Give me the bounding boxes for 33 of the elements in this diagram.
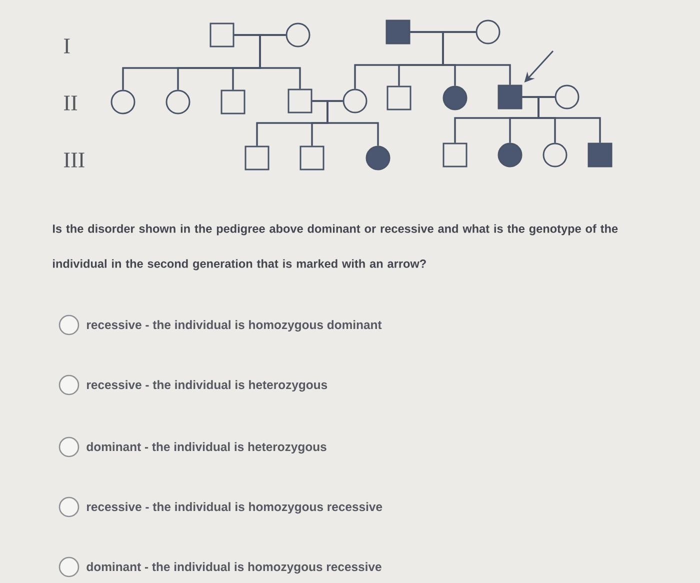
square-symbol bbox=[442, 142, 468, 168]
answer-option: recessive - the individual is heterozygous bbox=[87, 380, 328, 392]
square-symbol bbox=[210, 22, 234, 48]
square-symbol bbox=[386, 86, 412, 110]
question-text: Is the disorder shown in the pedigree above dominant or recessive and what is the genotype of the individual in the second generation that is marked with an arrow? bbox=[52, 224, 618, 270]
circle-symbol bbox=[366, 146, 390, 170]
descent-line bbox=[326, 100, 379, 146]
circle-symbol bbox=[342, 88, 368, 114]
generation-label: III bbox=[64, 152, 84, 168]
square-symbol bbox=[220, 90, 246, 114]
circle-symbol bbox=[286, 22, 310, 48]
circle-symbol bbox=[554, 84, 580, 110]
circle-symbol bbox=[476, 20, 500, 44]
circle-symbol bbox=[110, 90, 136, 114]
generation-label: I bbox=[64, 38, 70, 54]
answer-option: dominant - the individual is homozygous recessive bbox=[86, 562, 382, 574]
square-symbol bbox=[300, 146, 324, 170]
descent-line bbox=[442, 31, 511, 85]
circle-symbol bbox=[166, 90, 190, 114]
answer-option: recessive - the individual is homozygous dominant bbox=[87, 320, 382, 332]
circle-symbol bbox=[542, 142, 568, 168]
square-symbol bbox=[244, 146, 270, 170]
square-symbol bbox=[288, 88, 312, 114]
descent-line bbox=[259, 34, 301, 89]
generation-label: II bbox=[64, 96, 78, 110]
descent-line bbox=[538, 96, 601, 143]
answer-option: dominant - the individual is heterozygous bbox=[86, 442, 326, 454]
square-symbol bbox=[588, 142, 612, 168]
circle-symbol bbox=[498, 142, 522, 168]
square-symbol bbox=[386, 20, 410, 44]
circle-symbol bbox=[442, 86, 468, 110]
square-symbol bbox=[498, 84, 522, 110]
answer-option: recessive - the individual is homozygous recessive bbox=[87, 502, 382, 514]
